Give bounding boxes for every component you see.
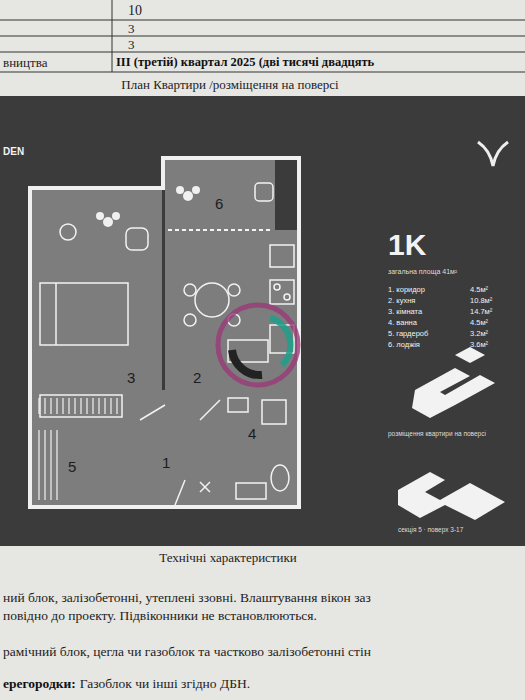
room-list-name: 2. кухня <box>388 297 415 305</box>
location-caption: розміщення квартири на поверсі <box>388 430 486 437</box>
shelf-hatch <box>38 398 118 414</box>
table-cell: 3 <box>128 38 135 52</box>
room-list-area: 3.2м² <box>470 330 488 338</box>
room-number: 3 <box>127 370 135 385</box>
outer-wall <box>30 158 299 507</box>
room-number: 2 <box>193 370 201 385</box>
table-cell: 3 <box>128 22 135 36</box>
furniture <box>40 183 294 505</box>
room-number: 1 <box>162 455 170 470</box>
room-area: 6 <box>165 160 275 230</box>
body-text: ерегородки: <box>3 677 76 692</box>
section-heading: План Квартири /розміщення на поверсі <box>121 78 338 92</box>
total-area: загальна площа 41м² <box>388 268 457 276</box>
section-floor-note: секція 5 · поверх 3-17 <box>398 526 463 533</box>
room-area: 3 <box>32 190 162 425</box>
room-number: 5 <box>68 459 76 474</box>
room-area: 1 <box>100 425 220 505</box>
room-list-area: 3.6м² <box>470 341 488 349</box>
room-area: 5 <box>32 425 100 505</box>
room-list-area: 10.8м² <box>470 297 492 305</box>
room-list-area: 14.7м² <box>470 308 492 316</box>
loggia-line <box>168 229 272 231</box>
plants <box>96 186 200 227</box>
table-cell: 10 <box>128 3 142 18</box>
room-area: 2 <box>165 230 297 390</box>
brand-name: DEN <box>3 146 24 157</box>
room-list-area: 4.5м² <box>470 286 488 294</box>
room-list-name: 3. кімната <box>388 308 422 316</box>
room-number: 4 <box>248 426 256 441</box>
body-text: повідно до проекту. Підвіконники не вста… <box>3 609 317 624</box>
room-area: 4 <box>220 390 298 505</box>
wardrobe-hatch <box>38 430 62 500</box>
room-number: 6 <box>215 196 223 211</box>
body-text: Газоблок чи інші згідно ДБН. <box>80 677 250 692</box>
plan-panel <box>0 96 525 546</box>
room-fills <box>32 160 298 505</box>
room-list-name: 5. гардероб <box>388 330 428 338</box>
watermark-logo <box>218 305 298 385</box>
body-text: рамічний блок, цегла чи газоблок та част… <box>3 645 371 660</box>
section-heading: Технічні характеристики <box>159 551 297 565</box>
room-list-name: 1. коридор <box>388 286 425 294</box>
body-text: ний блок, залізобетонні, утеплені ззовні… <box>3 591 371 606</box>
table-cell: III (третій) квартал 2025 (дві тисячі дв… <box>116 56 374 70</box>
room-list-area: 4.5м² <box>470 319 488 327</box>
room-list-name: 6. лоджія <box>388 341 420 349</box>
table-cell: вництва <box>3 56 47 70</box>
apartment-type: 1K <box>388 228 426 261</box>
brand-logo <box>478 142 508 166</box>
room-list-name: 4. ванна <box>388 319 417 327</box>
table-grid <box>0 0 525 72</box>
